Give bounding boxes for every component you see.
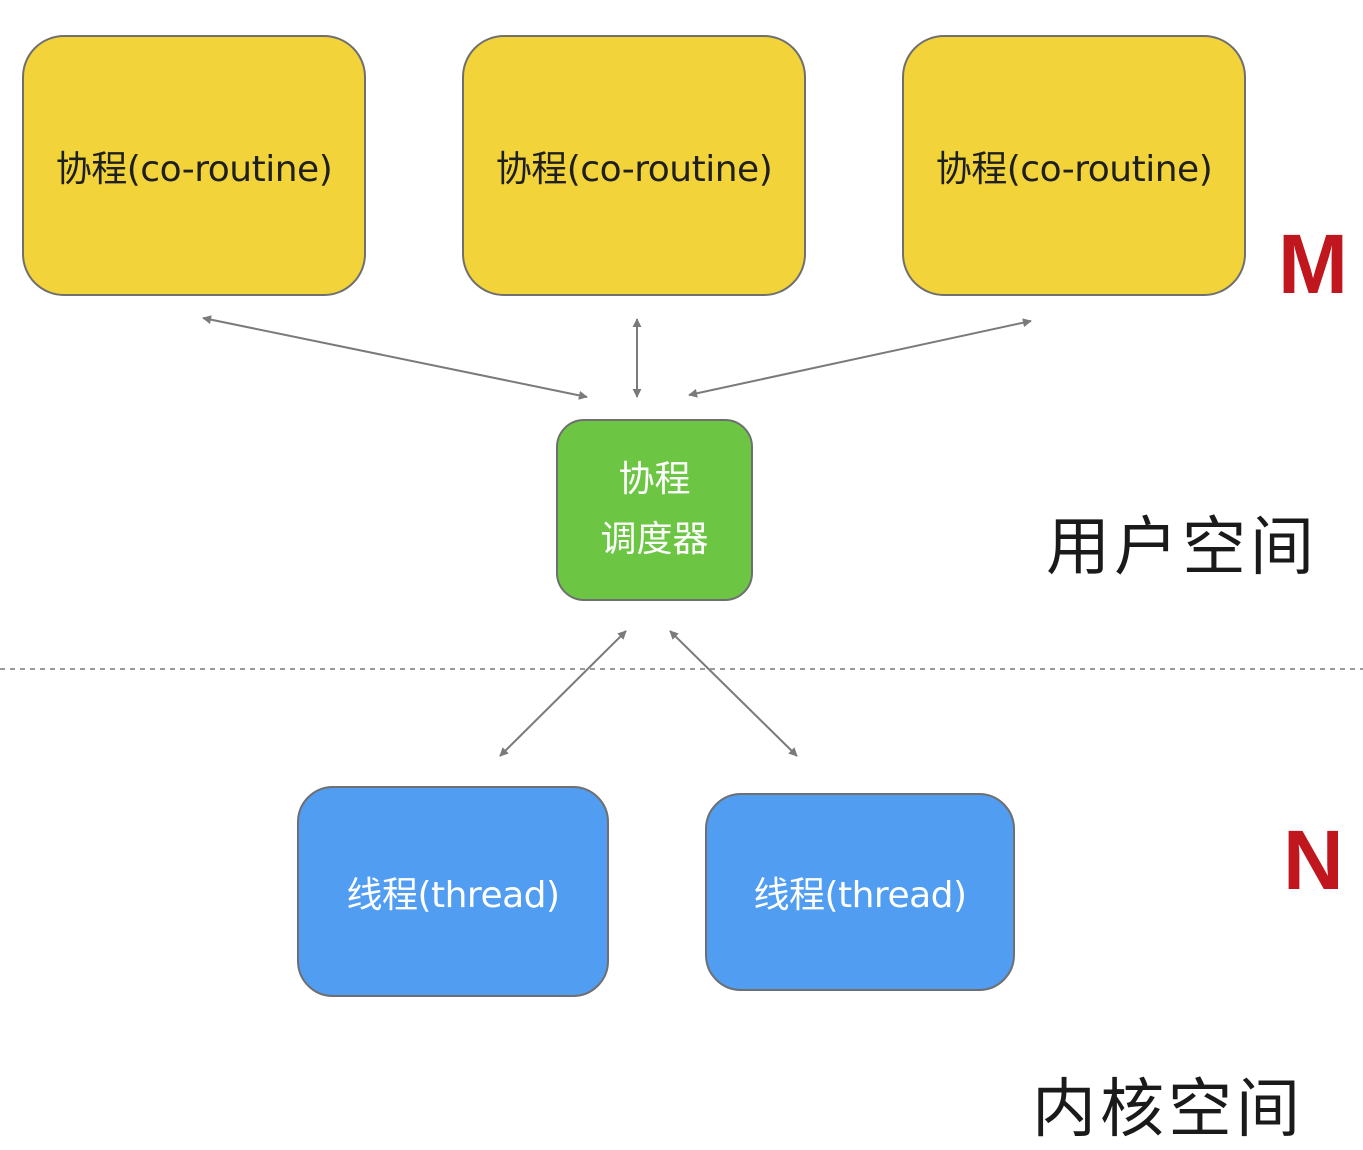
scheduler-label-line-2: 调度器 [600,519,709,560]
arrow-scheduler-thread-1 [499,630,627,757]
coroutine-box-3: 协程(co-routine) [902,35,1246,296]
scheduler-label-line-1: 协程 [618,459,691,500]
coroutine-label: 协程(co-routine) [935,148,1213,190]
kernel-space-label: 内核空间 [1032,1073,1304,1147]
thread-box-1: 线程(thread) [297,786,609,997]
coroutine-label: 协程(co-routine) [55,148,333,190]
thread-label: 线程(thread) [753,875,967,916]
coroutine-box-2: 协程(co-routine) [462,35,806,296]
arrow-scheduler-thread-2 [669,630,798,757]
coroutine-label: 协程(co-routine) [495,148,773,190]
arrow-coroutine-3-scheduler [688,318,1032,398]
n-count-label: N [1283,813,1344,907]
coroutine-scheduler-box: 协程 调度器 [556,419,753,601]
thread-label: 线程(thread) [346,874,560,916]
thread-box-2: 线程(thread) [705,793,1015,991]
m-count-label: M [1278,217,1348,311]
user-space-label: 用户空间 [1046,511,1318,585]
arrow-coroutine-1-scheduler [202,315,588,400]
coroutine-box-1: 协程(co-routine) [22,35,366,296]
